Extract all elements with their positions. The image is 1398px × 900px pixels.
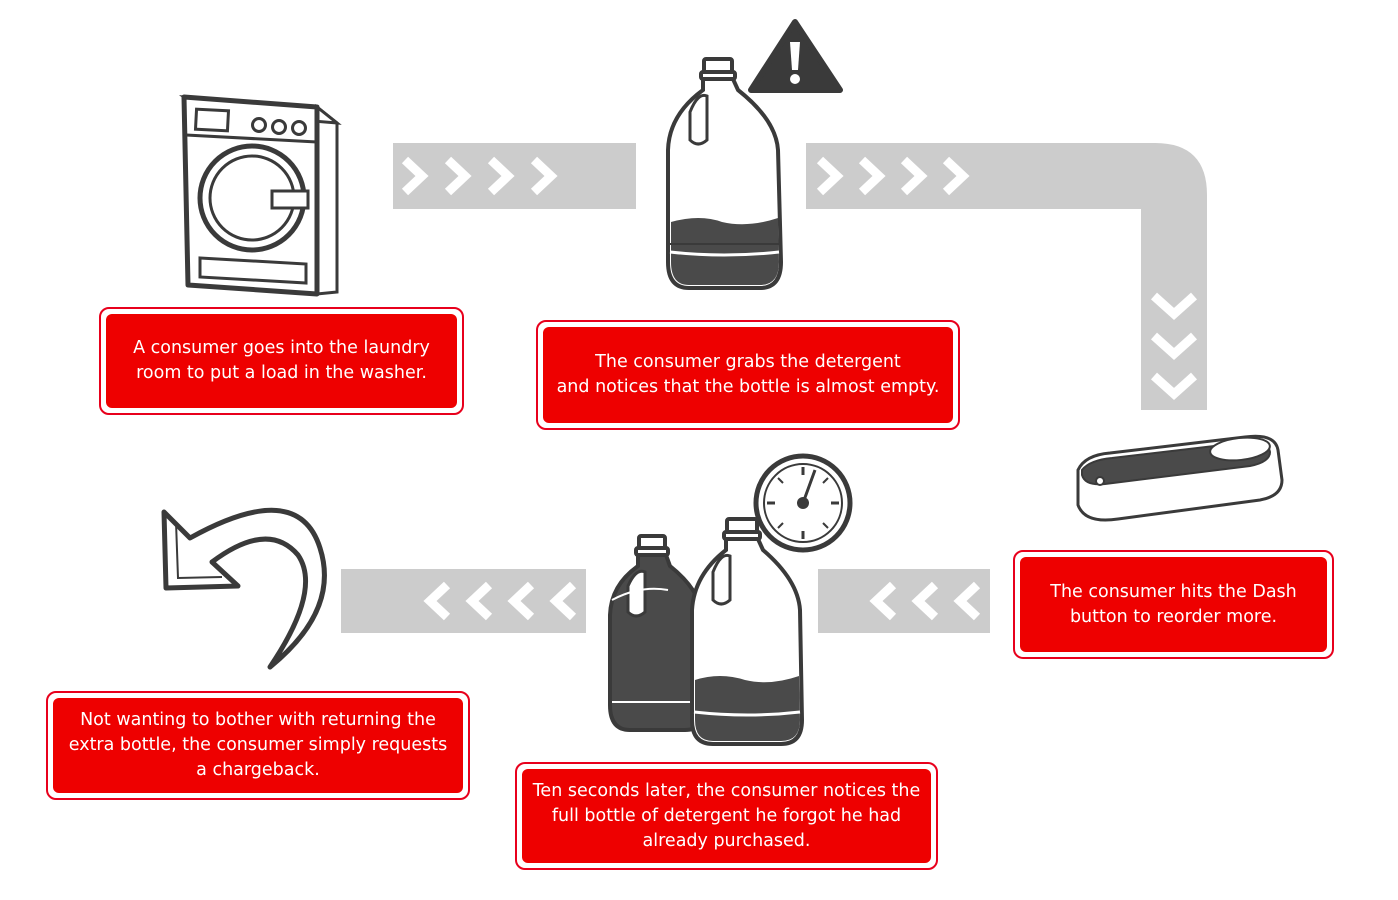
chevron-right-icon xyxy=(530,156,558,196)
chevron-left-icon xyxy=(507,581,535,621)
step-dash-line-1: The consumer hits the Dash xyxy=(1050,581,1297,602)
step-chargeback-text: Not wanting to bother with returning the… xyxy=(53,698,463,793)
return-arrow-icon xyxy=(161,507,327,670)
step-chargeback-line-2: extra bottle, the consumer simply reques… xyxy=(68,735,448,755)
flow-arrow-bottles-to-chargeback xyxy=(341,569,586,633)
step-dash-box: The consumer hits the Dash button to reo… xyxy=(1013,550,1334,659)
step-washer-box: A consumer goes into the laundry room to… xyxy=(99,307,464,415)
chevron-right-icon xyxy=(444,156,472,196)
clock-icon xyxy=(753,453,853,553)
chevron-left-icon xyxy=(423,581,451,621)
flow-arrow-dash-to-bottles xyxy=(818,569,990,633)
chevron-right-icon xyxy=(816,156,844,196)
step-grab-line-1: The consumer grabs the detergent xyxy=(595,352,901,372)
step-chargeback-line-3: a chargeback. xyxy=(196,760,320,780)
step-grab-line-2: and notices that the bottle is almost em… xyxy=(556,377,940,397)
step-washer-line-2: room to put a load in the washer. xyxy=(136,363,427,383)
step-chargeback-box: Not wanting to bother with returning the… xyxy=(46,691,470,800)
washing-machine-icon xyxy=(178,94,342,297)
step-dash-line-2: button to reorder more. xyxy=(1069,606,1278,627)
step-washer-line-1: A consumer goes into the laundry xyxy=(133,338,430,358)
chevron-right-icon xyxy=(487,156,515,196)
detergent-bottle-icon xyxy=(666,57,784,290)
dash-button-icon xyxy=(1076,434,1284,522)
warning-icon xyxy=(748,19,843,93)
flow-arrow-washer-to-bottle xyxy=(393,143,636,209)
step-chargeback-line-1: Not wanting to bother with returning the xyxy=(80,710,436,730)
chevron-left-icon xyxy=(911,581,939,621)
chevron-left-icon xyxy=(465,581,493,621)
step-later-line-2: full bottle of detergent he forgot he ha… xyxy=(551,805,902,826)
chevron-down-icon xyxy=(1150,372,1198,401)
chevron-down-icon xyxy=(1150,292,1198,321)
chevron-left-icon xyxy=(953,581,981,621)
flow-arrow-bottle-to-dash xyxy=(806,143,1207,410)
step-washer-text: A consumer goes into the laundry room to… xyxy=(106,314,457,408)
step-grab-text: The consumer grabs the detergent and not… xyxy=(543,327,953,423)
chevron-right-icon xyxy=(858,156,886,196)
chevron-left-icon xyxy=(869,581,897,621)
two-bottles-icon xyxy=(608,517,805,746)
step-later-text: Ten seconds later, the consumer notices … xyxy=(522,769,931,863)
chevron-left-icon xyxy=(549,581,577,621)
step-later-line-1: Ten seconds later, the consumer notices … xyxy=(532,780,921,801)
chevron-down-icon xyxy=(1150,332,1198,361)
chevron-right-icon xyxy=(401,156,429,196)
step-later-line-3: already purchased. xyxy=(642,830,811,851)
step-grab-box: The consumer grabs the detergent and not… xyxy=(536,320,960,430)
chevron-right-icon xyxy=(900,156,928,196)
step-later-box: Ten seconds later, the consumer notices … xyxy=(515,762,938,870)
chevron-right-icon xyxy=(942,156,970,196)
step-dash-text: The consumer hits the Dash button to reo… xyxy=(1020,557,1327,652)
